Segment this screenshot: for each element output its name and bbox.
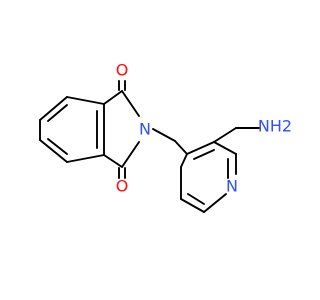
oxygen-top-label: O [116,61,129,80]
carbonyl-top [118,80,126,91]
methylene-linker [152,128,188,155]
molecule-canvas: O O N N NH2 [39,60,293,213]
carbonyl-bottom [118,167,126,179]
oxygen-bottom-label: O [116,177,129,196]
benzene-ring [39,96,105,163]
amine-label: NH2 [258,117,292,136]
pyridine-ring [180,141,237,213]
aminomethyl-group [213,127,260,143]
imide-ring [103,90,140,168]
amine-text: NH2 [258,117,292,136]
pyridine-nitrogen-label: N [226,177,238,196]
imide-nitrogen-label: N [139,120,151,139]
structure-diagram: O O N N NH2 [39,61,292,213]
